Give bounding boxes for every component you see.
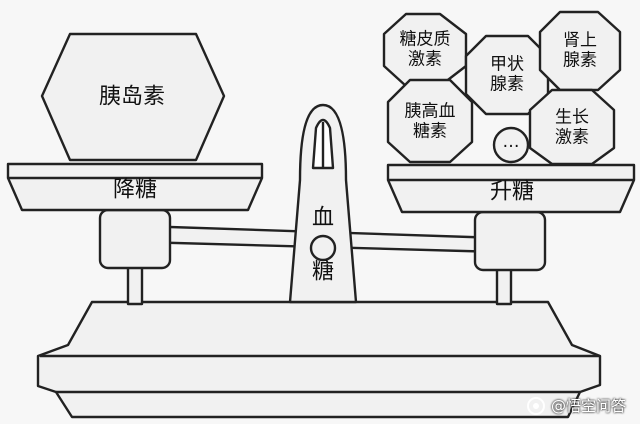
weight-octagon xyxy=(528,88,616,166)
center-label-top: 血 xyxy=(311,205,335,231)
wukong-logo-icon xyxy=(526,396,545,415)
watermark-text: @悟空问答 xyxy=(550,397,626,415)
weight-label: 甲状 腺素 xyxy=(490,54,524,94)
scale-base xyxy=(36,300,602,419)
weight-label: … xyxy=(502,132,520,153)
left-pan-label: 降糖 xyxy=(112,177,158,203)
weight-octagon xyxy=(464,34,550,116)
center-pillar xyxy=(288,103,358,304)
right-pan-label: 升糖 xyxy=(489,179,535,205)
watermark: @悟空问答 xyxy=(526,395,626,416)
weight-label: 生长 激素 xyxy=(555,107,589,147)
right-column xyxy=(473,210,547,272)
left-column xyxy=(98,208,172,270)
weight-octagon xyxy=(386,78,474,164)
left-weight-hexagon xyxy=(40,32,226,162)
weight-octagon xyxy=(538,10,622,92)
weight-label: 肾上 腺素 xyxy=(563,30,597,70)
weight-small xyxy=(492,126,530,164)
weight-label: 糖皮质 激素 xyxy=(399,29,451,69)
center-label-bottom: 糖 xyxy=(311,259,335,285)
weight-label: 胰高血 糖素 xyxy=(404,101,456,141)
left-weight-label: 胰岛素 xyxy=(98,84,166,110)
pillar-knob xyxy=(309,234,337,262)
